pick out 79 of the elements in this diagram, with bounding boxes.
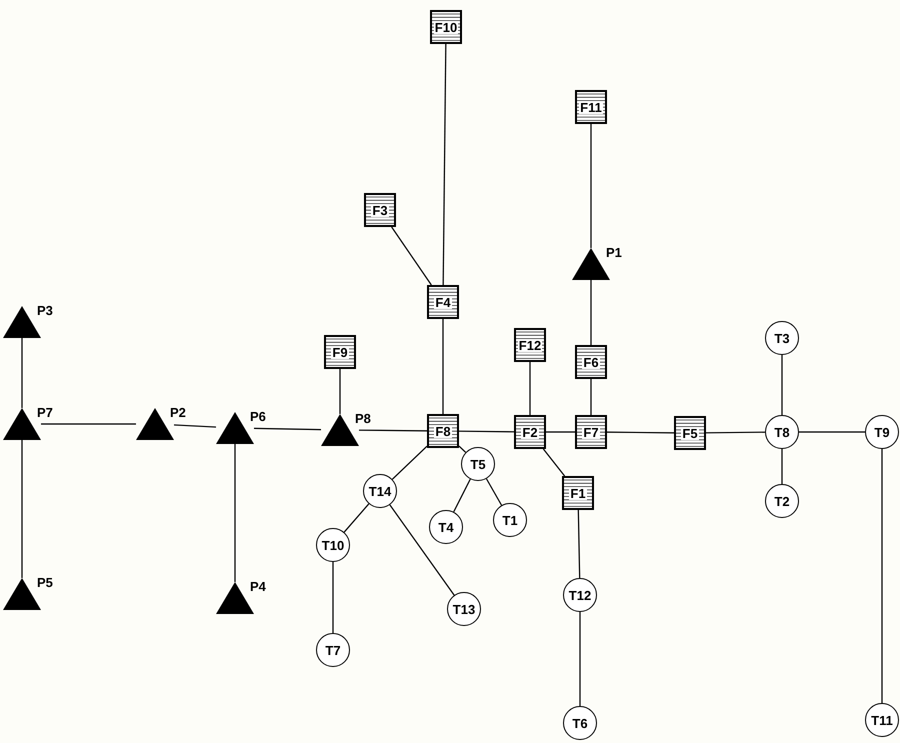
connector-line <box>254 428 322 430</box>
hatched-box <box>430 10 462 44</box>
node-label: P2 <box>170 406 186 419</box>
node-label: P7 <box>37 406 53 419</box>
connector-line <box>542 448 566 476</box>
node-label: F1 <box>569 486 587 500</box>
connector-line <box>799 431 865 433</box>
hatched-box <box>514 415 546 449</box>
connector-line <box>458 446 466 453</box>
hatched-box <box>514 328 546 362</box>
connector-line <box>546 431 575 433</box>
node-label: T7 <box>325 644 341 656</box>
node-label: P8 <box>355 412 371 425</box>
node-label: F2 <box>521 426 539 438</box>
node-label: T11 <box>871 714 893 726</box>
node-label: T10 <box>322 538 344 552</box>
node-label: T14 <box>368 484 392 498</box>
hatched-box <box>364 193 396 227</box>
node-label: F3 <box>371 204 389 216</box>
node-label: T6 <box>572 716 588 730</box>
connector-line <box>391 226 432 286</box>
node-label: P4 <box>250 580 266 593</box>
hatched-box <box>427 414 459 448</box>
connector-line <box>529 362 531 415</box>
connector-line <box>21 338 23 408</box>
node-label: F10 <box>434 20 458 34</box>
node-label: T8 <box>774 426 790 438</box>
hatched-box <box>575 345 607 379</box>
connector-line <box>332 562 334 633</box>
node-label: T13 <box>452 602 476 616</box>
node-label: F8 <box>434 424 452 438</box>
connector-line <box>359 430 427 432</box>
connector-line <box>339 369 341 414</box>
connector-line <box>453 478 471 512</box>
hatched-box <box>562 476 594 510</box>
node-label: T9 <box>874 426 890 438</box>
node-label: P1 <box>606 246 622 259</box>
node-label: P5 <box>37 576 53 589</box>
connector-line <box>706 432 765 434</box>
connector-line <box>234 444 236 582</box>
node-label: P6 <box>250 410 266 423</box>
hatched-box <box>427 285 459 319</box>
connector-line <box>389 504 455 596</box>
connector-line <box>344 503 370 533</box>
connector-line <box>442 44 446 285</box>
connector-line <box>590 280 592 345</box>
connector-line <box>486 478 502 506</box>
node-label: F5 <box>681 426 699 440</box>
node-label: T3 <box>774 332 790 344</box>
node-label: F11 <box>579 100 603 114</box>
connector-line <box>781 449 783 484</box>
connector-line <box>781 355 783 415</box>
connector-line <box>590 379 592 415</box>
hatched-box <box>575 90 607 124</box>
connector-line <box>21 440 23 578</box>
connector-line <box>392 446 428 480</box>
connector-line <box>881 449 883 703</box>
node-label: T4 <box>438 520 454 534</box>
connector-line <box>607 432 674 434</box>
node-label: P3 <box>37 304 53 317</box>
node-label: F12 <box>518 338 542 352</box>
node-label: F7 <box>582 426 600 438</box>
hatched-box <box>674 416 706 450</box>
node-label: F6 <box>582 356 600 368</box>
hatched-box <box>324 335 356 369</box>
hatched-box <box>575 415 607 449</box>
node-label: T2 <box>774 494 790 508</box>
connector-line <box>174 424 216 428</box>
connector-line <box>590 124 592 248</box>
node-label: T12 <box>568 588 592 602</box>
node-label: T1 <box>502 514 518 526</box>
connector-line <box>579 612 581 706</box>
connector-line <box>578 510 580 578</box>
node-label: F4 <box>434 296 452 308</box>
node-label: T5 <box>470 458 486 470</box>
connector-line <box>442 319 444 414</box>
connector-line <box>41 423 136 425</box>
node-label: F9 <box>331 346 349 358</box>
connector-line <box>459 430 514 432</box>
